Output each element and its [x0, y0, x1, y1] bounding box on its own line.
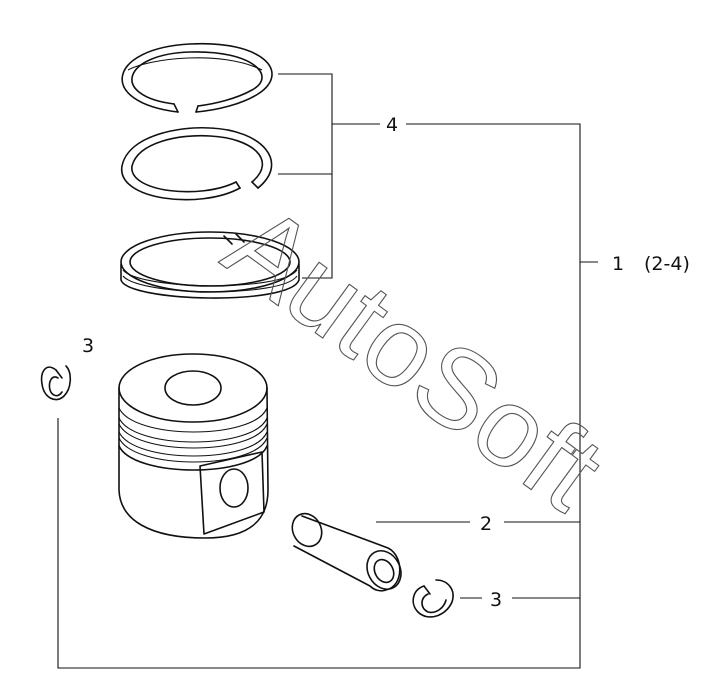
callout-rings: 4 [386, 114, 398, 136]
callout-clip-right: 3 [490, 589, 502, 611]
callout-assembly: 1 [612, 253, 624, 275]
snap-ring-right [412, 579, 454, 618]
piston-pin [291, 512, 402, 592]
callout-clip-left: 3 [82, 335, 94, 357]
watermark: AutoSoft [204, 180, 625, 534]
piston-ring-top [121, 42, 273, 113]
snap-ring-left [40, 365, 72, 401]
piston [118, 353, 269, 539]
piston-ring-oil [120, 231, 300, 299]
piston-ring-middle [121, 126, 273, 201]
leader-lines [57, 73, 598, 669]
callout-assembly-range: (2-4) [644, 253, 690, 275]
callout-pin: 2 [480, 513, 492, 535]
